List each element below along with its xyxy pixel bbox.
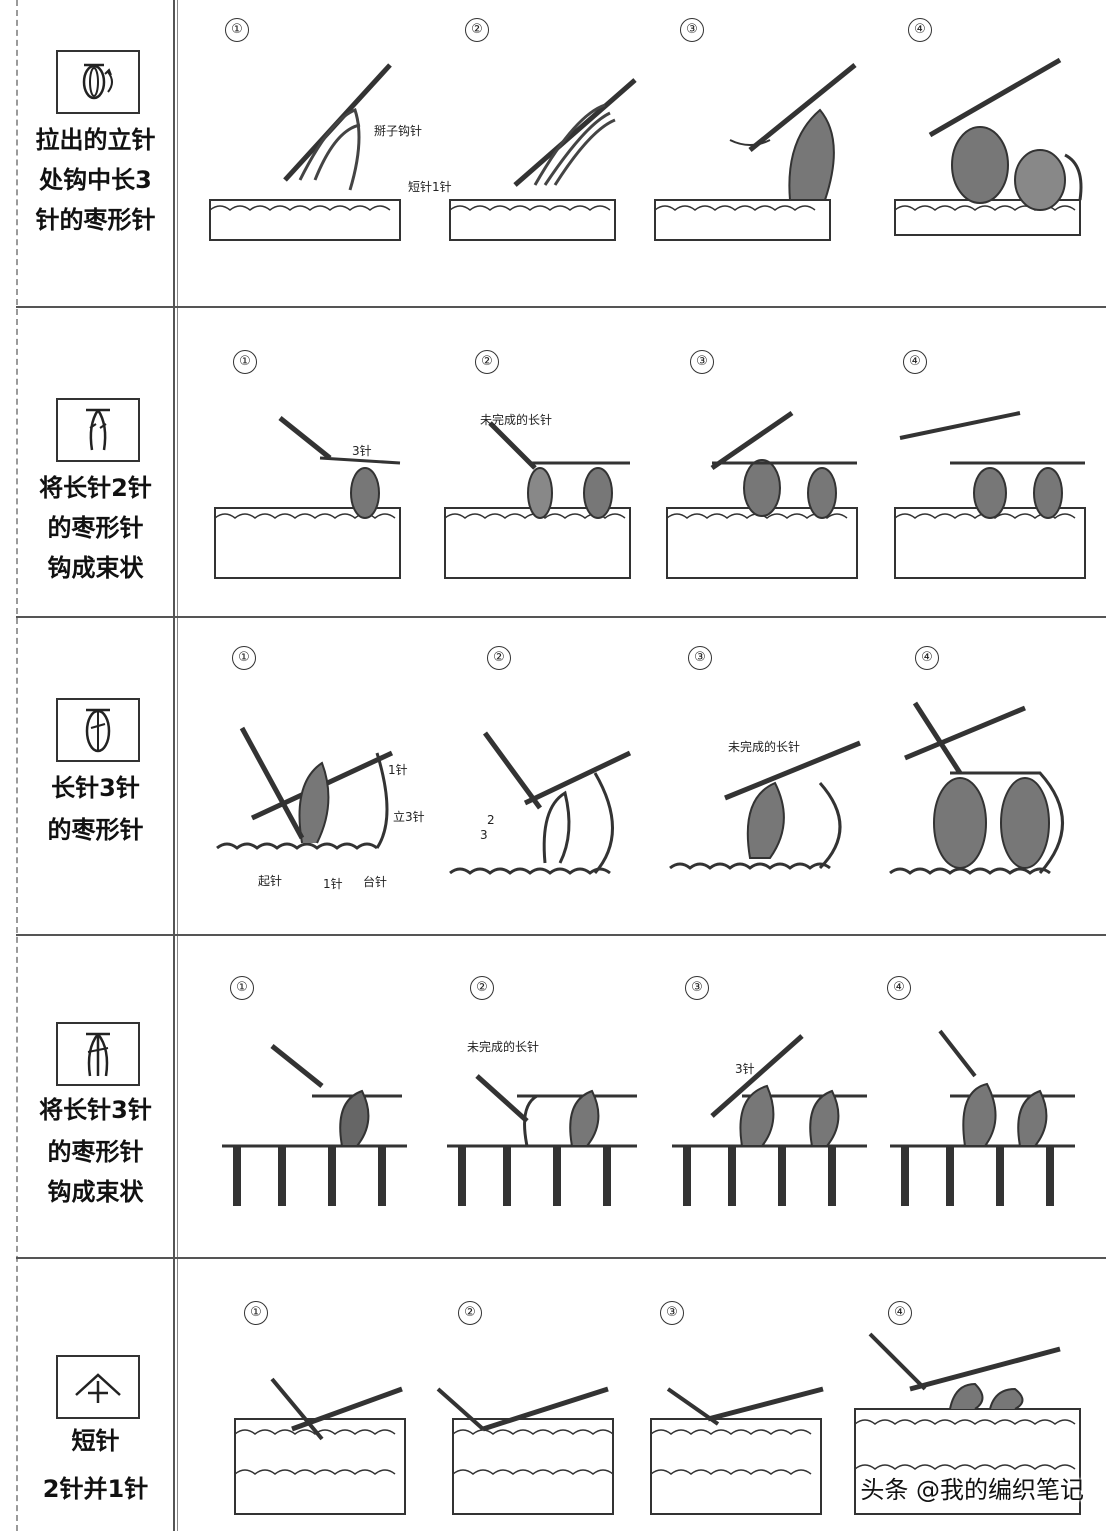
step-illustration — [232, 1369, 410, 1519]
step-number: ① — [230, 976, 254, 1000]
step-illustration — [672, 1026, 872, 1216]
column-divider — [173, 0, 175, 1531]
step-number: ③ — [685, 976, 709, 1000]
symbol-cell: 将长针2针 的枣形针 钩成束状 — [18, 308, 173, 616]
step-illustration — [222, 1036, 412, 1216]
stitch-name-line: 的枣形针 — [47, 1138, 144, 1166]
step-illustration — [445, 60, 645, 250]
step-illustration — [890, 408, 1090, 583]
stitch-name-line: 短针 — [71, 1427, 120, 1455]
step-number: ① — [232, 646, 256, 670]
step-illustration — [648, 1369, 828, 1519]
row-separator — [16, 934, 1106, 936]
annotation: 3针 — [352, 444, 372, 458]
step-number: ④ — [887, 976, 911, 1000]
annotation: 3 — [480, 828, 488, 842]
stitch-row-3: 长针3针 的枣形针 ① ② ③ ④ 1针 立3针 起针 1针 台针 2 3 未完… — [0, 618, 1106, 934]
row-separator — [16, 616, 1106, 618]
bobble-3dc-symbol-icon — [56, 698, 140, 762]
step-number: ③ — [688, 646, 712, 670]
step-illustration — [447, 1036, 642, 1216]
step-number: ③ — [680, 18, 704, 42]
step-number: ④ — [908, 18, 932, 42]
bobble-2dc-cluster-symbol-icon — [56, 398, 140, 462]
stitch-name-line: 针的枣形针 — [35, 206, 156, 234]
stitch-name-line: 的枣形针 — [47, 514, 144, 542]
symbol-cell: 拉出的立针 处钩中长3 针的枣形针 — [18, 0, 173, 306]
step-illustration — [890, 1026, 1080, 1216]
step-illustration — [445, 723, 645, 893]
row-separator — [16, 306, 1106, 308]
symbol-cell: 短针 2针并1针 — [18, 1259, 173, 1531]
annotation: 掰子钩针 — [374, 124, 423, 138]
step-illustration — [665, 728, 870, 888]
stitch-name-line: 长针3针 — [51, 774, 140, 802]
step-illustration — [890, 55, 1090, 245]
stitch-row-2: 将长针2针 的枣形针 钩成束状 ① ② ③ ④ 3针 未完成的长针 — [0, 308, 1106, 616]
annotation: 2 — [487, 813, 495, 827]
step-number: ④ — [888, 1301, 912, 1325]
step-number: ② — [465, 18, 489, 42]
row-separator — [16, 1257, 1106, 1259]
annotation: 3针 — [735, 1062, 755, 1076]
annotation: 未完成的长针 — [728, 740, 801, 754]
step-number: ② — [475, 350, 499, 374]
annotation: 未完成的长针 — [467, 1040, 540, 1054]
step-illustration — [210, 408, 410, 583]
watermark: 头条 @我的编织笔记 — [860, 1476, 1084, 1504]
symbol-cell: 长针3针 的枣形针 — [18, 618, 173, 934]
step-number: ① — [225, 18, 249, 42]
dashed-margin-line — [16, 0, 18, 1531]
annotation: 立3针 — [393, 810, 425, 824]
step-illustration — [850, 1329, 1085, 1519]
symbol-cell: 将长针3针 的枣形针 钩成束状 — [18, 936, 173, 1257]
stitch-name-line: 将长针2针 — [39, 474, 152, 502]
stitch-row-5: 短针 2针并1针 ① ② ③ ④ 头条 @我的编织笔记 — [0, 1259, 1106, 1531]
stitch-name-line: 钩成束状 — [47, 1178, 144, 1206]
annotation: 1针 — [323, 877, 343, 891]
stitch-row-4: 将长针3针 的枣形针 钩成束状 ① ② ③ ④ 未完成的长针 3针 — [0, 936, 1106, 1257]
step-illustration — [433, 1369, 618, 1519]
step-number: ② — [458, 1301, 482, 1325]
stitch-name-line: 的枣形针 — [47, 816, 144, 844]
step-illustration — [212, 708, 432, 883]
annotation: 未完成的长针 — [480, 413, 553, 427]
stitch-name-line: 2针并1针 — [42, 1475, 149, 1503]
step-illustration — [662, 408, 862, 583]
stitch-name-line: 处钩中长3 — [39, 166, 152, 194]
annotation: 起针 — [258, 874, 283, 888]
step-illustration — [885, 698, 1085, 888]
annotation: 1针 — [388, 763, 408, 777]
step-illustration — [205, 60, 410, 250]
step-illustration — [650, 60, 860, 250]
step-number: ④ — [903, 350, 927, 374]
step-number: ① — [244, 1301, 268, 1325]
annotation: 短针1针 — [408, 180, 452, 194]
puff-stitch-symbol-icon — [56, 50, 140, 114]
step-illustration — [440, 408, 635, 583]
stitch-row-1: 拉出的立针 处钩中长3 针的枣形针 ① ② ③ ④ 掰子钩针 短针1针 — [0, 0, 1106, 306]
step-number: ② — [470, 976, 494, 1000]
column-divider-inner — [177, 0, 178, 1531]
annotation: 台针 — [363, 875, 388, 889]
step-number: ① — [233, 350, 257, 374]
stitch-name-line: 钩成束状 — [47, 554, 144, 582]
step-number: ② — [487, 646, 511, 670]
stitch-name-line: 拉出的立针 — [35, 126, 156, 154]
bobble-3dc-cluster-symbol-icon — [56, 1022, 140, 1086]
step-number: ④ — [915, 646, 939, 670]
step-number: ③ — [660, 1301, 684, 1325]
step-number: ③ — [690, 350, 714, 374]
stitch-name-line: 将长针3针 — [39, 1096, 152, 1124]
sc2tog-symbol-icon — [56, 1355, 140, 1419]
